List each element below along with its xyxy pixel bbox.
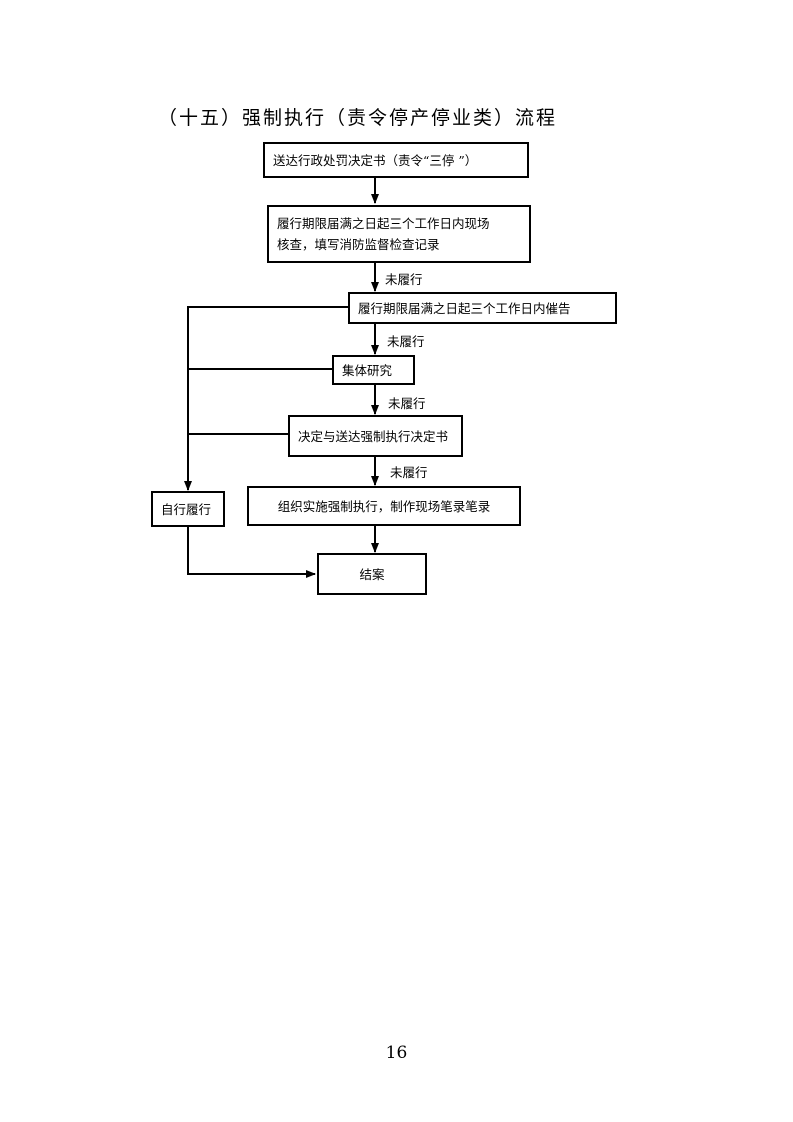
label-not-performed: 未履行 (388, 396, 426, 411)
box-collective-text: 集体研究 (342, 362, 393, 378)
box-close-text: 结案 (359, 566, 385, 582)
box-self-performance: 自行履行 (151, 491, 225, 527)
label-not-performed: 未履行 (385, 272, 423, 287)
box-enforcement-decision: 决定与送达强制执行决定书 (288, 415, 463, 457)
box-urge: 履行期限届满之日起三个工作日内催告 (348, 292, 617, 324)
box-deliver-text: 送达行政处罚决定书（责令“三停 ”） (273, 152, 478, 168)
box-onsite-inspection: 履行期限届满之日起三个工作日内现场 核查，填写消防监督检查记录 (267, 205, 531, 263)
page-number: 16 (385, 1043, 408, 1063)
page-title: （十五）强制执行（责令停产停业类）流程 (158, 107, 558, 129)
box-decide-text: 决定与送达强制执行决定书 (298, 428, 449, 444)
box-enforce-text: 组织实施强制执行，制作现场笔录笔录 (277, 498, 491, 514)
box-self-text: 自行履行 (161, 501, 212, 517)
box-deliver-decision: 送达行政处罚决定书（责令“三停 ”） (263, 142, 529, 178)
label-not-performed: 未履行 (390, 465, 428, 480)
box-enforcement: 组织实施强制执行，制作现场笔录笔录 (247, 486, 521, 526)
label-not-performed: 未履行 (387, 334, 425, 349)
box-case-closed: 结案 (317, 553, 427, 595)
box-inspect-text-line2: 核查，填写消防监督检查记录 (277, 237, 440, 252)
box-urge-text: 履行期限届满之日起三个工作日内催告 (358, 300, 571, 316)
box-collective-study: 集体研究 (332, 355, 415, 385)
box-inspect-text-line1: 履行期限届满之日起三个工作日内现场 (277, 216, 490, 231)
